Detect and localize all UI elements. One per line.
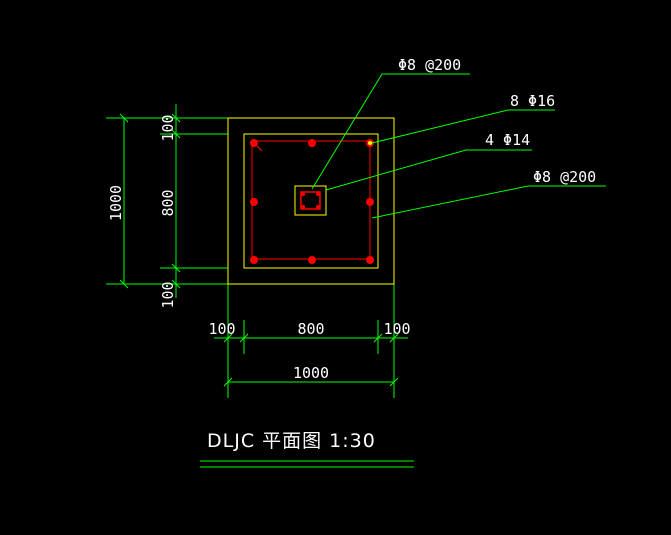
dim-bottom-left: 100 xyxy=(208,320,235,338)
bottom-dimension-chain xyxy=(214,284,408,398)
pedestal-outline xyxy=(243,133,379,269)
column-rebar-dot xyxy=(316,192,320,196)
column-stirrup xyxy=(300,191,321,210)
foundation-outer-outline xyxy=(227,117,395,285)
dim-bottom-total: 1000 xyxy=(293,364,329,382)
rebar-dot xyxy=(250,139,258,147)
dim-bottom-middle: 800 xyxy=(297,320,324,338)
main-rebar-group xyxy=(250,139,374,264)
rebar-dot xyxy=(250,198,258,206)
stirrup-top-label: Φ8 @200 xyxy=(398,56,461,74)
stirrup-side-label: Φ8 @200 xyxy=(533,168,596,186)
column-rebar-group xyxy=(301,192,320,209)
column-rebar-dot xyxy=(301,192,305,196)
rebar-dot xyxy=(366,198,374,206)
column-rebar-dot xyxy=(316,205,320,209)
leader-lines xyxy=(311,73,606,219)
drawing-title: DLJC 平面图 1:30 xyxy=(207,430,376,452)
left-dimension-chain xyxy=(106,104,228,298)
dim-left-total: 1000 xyxy=(107,185,125,221)
main-bars-label: 8 Φ16 xyxy=(510,92,555,110)
dim-left-middle: 800 xyxy=(159,189,177,216)
column-bars-label: 4 Φ14 xyxy=(485,131,530,149)
rebar-dot xyxy=(308,139,316,147)
rebar-dot xyxy=(308,256,316,264)
dim-left-top: 100 xyxy=(159,114,177,141)
column-outline xyxy=(294,185,327,216)
rebar-dot xyxy=(366,256,374,264)
dim-bottom-right: 100 xyxy=(383,320,410,338)
stirrup-outline xyxy=(251,140,371,260)
rebar-dot xyxy=(250,256,258,264)
dim-left-bottom: 100 xyxy=(159,281,177,308)
main-bar-marker xyxy=(368,141,372,145)
column-rebar-dot xyxy=(301,205,305,209)
